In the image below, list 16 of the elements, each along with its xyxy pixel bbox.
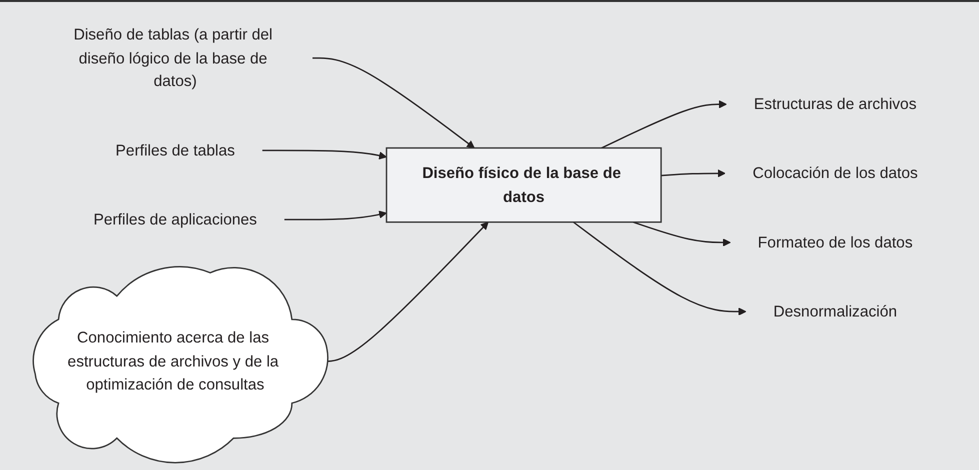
flowchart-diagram: Diseño de tablas (a partir del diseño lógico de la base de datos) Perfiles de tablas Perfiles de aplicaciones Diseño físico de la base de datos Conocimiento acerca de las estructuras de archivos y de la optimización de consultas Estructuras de archivos Colocación de los datos Formateo de los datos Desnormalización [26, 2, 953, 470]
node-text: Diseño de tablas (a partir del diseño lógico de la base de datos) [74, 26, 273, 90]
arrow [284, 210, 388, 220]
node-box [386, 147, 662, 223]
node-text: Estructuras de archivos [754, 95, 917, 113]
node-text: Perfiles de aplicaciones [94, 210, 258, 228]
arrow [661, 169, 726, 178]
arrow [573, 222, 746, 316]
arrow [601, 100, 728, 149]
arrow [262, 150, 388, 160]
arrow [312, 57, 475, 148]
arrow [633, 221, 731, 246]
node-text: Perfiles de tablas [116, 142, 236, 159]
node-text: Desnormalización [774, 302, 898, 320]
node-text: Colocación de los datos [752, 164, 918, 182]
node-text: Formateo de los datos [758, 234, 913, 251]
